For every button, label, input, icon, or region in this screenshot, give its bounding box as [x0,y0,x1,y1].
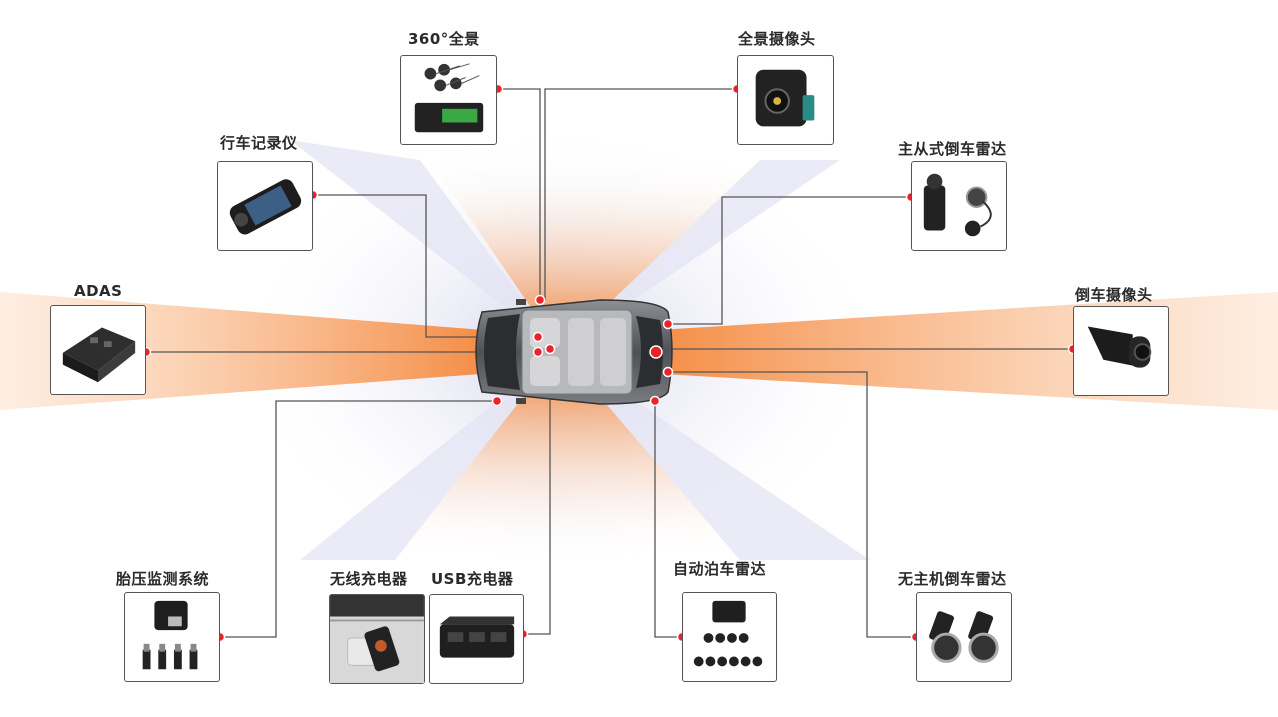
dot [491,395,503,407]
dot [532,346,544,358]
label-auto-parking-radar: 自动泊车雷达 [673,560,767,578]
dot [649,345,663,359]
line-apark [654,401,682,638]
tpms-sensor-icon [124,592,220,682]
ray-up [430,160,760,350]
line-nhradar [668,371,916,638]
surround-view-kit-icon [400,55,497,145]
dot [662,318,674,330]
label-dashcam: 行车记录仪 [220,134,298,152]
label-wireless-charger: 无线充电器 [330,570,408,588]
line-pcam [544,88,737,300]
dot [662,366,674,378]
label-usb-charger: USB充电器 [431,570,514,588]
label-panoramic-camera: 全景摄像头 [738,30,816,48]
reverse-camera-icon [1073,306,1169,396]
auto-parking-radar-icon [682,592,777,682]
label-reverse-camera: 倒车摄像头 [1075,286,1153,304]
ray-down [395,350,740,560]
ray-up-lav-left [290,140,560,350]
usb-charger-icon [429,594,524,684]
line-usb [523,349,551,635]
label-adas: ADAS [74,282,123,300]
adas-module-icon [50,305,146,395]
wireless-charger-icon [329,594,425,684]
label-master-slave-radar: 主从式倒车雷达 [898,140,1007,158]
panoramic-camera-icon [737,55,834,145]
dot [544,343,556,355]
car-top-view [475,299,673,405]
parking-sensor-kit-icon [911,161,1007,251]
hostless-radar-icon [916,592,1012,682]
dot [649,395,661,407]
line-msradar [668,196,911,325]
dot [534,294,546,306]
dashcam-icon [217,161,313,251]
label-hostless-radar: 无主机倒车雷达 [898,570,1007,588]
line-tpms [220,400,497,638]
label-360-view: 360°全景 [408,30,480,48]
label-tpms: 胎压监测系统 [116,570,210,588]
dot [532,331,544,343]
line-360 [498,88,541,300]
